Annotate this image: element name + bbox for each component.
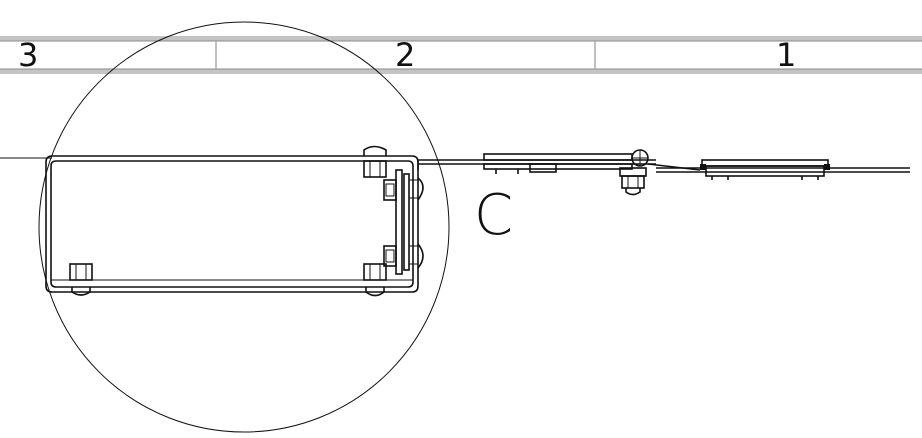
zone-label-3: 3 bbox=[18, 36, 38, 74]
zone-border-top bbox=[0, 36, 922, 41]
plate-assembly-right bbox=[656, 159, 910, 180]
nut-bottom-left bbox=[69, 263, 93, 296]
tray-assembly bbox=[45, 145, 424, 297]
zone-label-1: 1 bbox=[776, 36, 796, 74]
zone-border-bottom bbox=[0, 69, 922, 74]
detail-label: C bbox=[474, 183, 513, 248]
zone-border: 3 2 1 bbox=[0, 36, 922, 74]
hinge-assembly-middle bbox=[483, 149, 701, 196]
detail-circle bbox=[38, 21, 450, 433]
tray-outer bbox=[45, 155, 419, 293]
nut-bottom-right bbox=[363, 263, 387, 297]
zone-label-2: 2 bbox=[395, 36, 415, 74]
tray-inner bbox=[50, 160, 414, 288]
side-bracket bbox=[383, 169, 424, 275]
nut-top-right bbox=[363, 145, 387, 178]
